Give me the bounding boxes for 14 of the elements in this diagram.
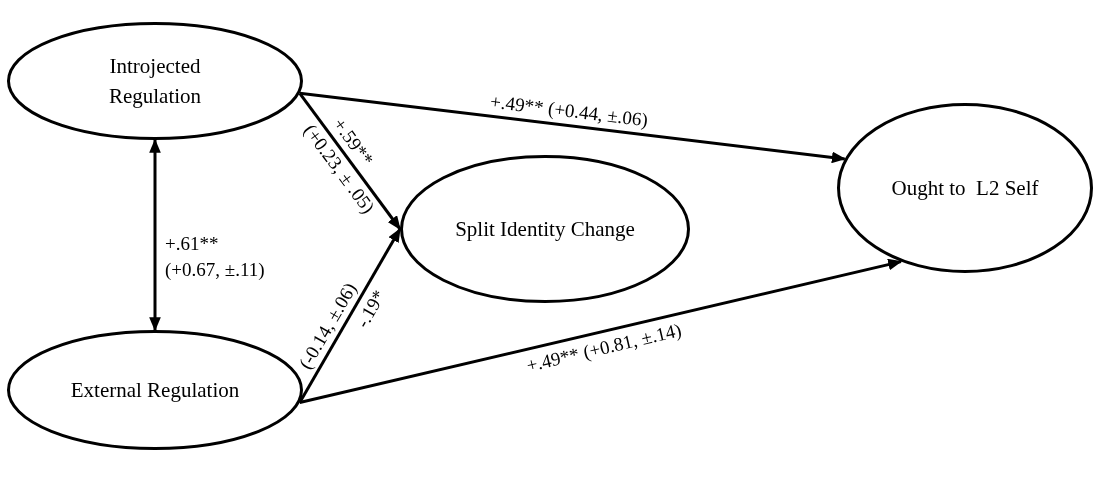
edge-label: +.49** (+0.44, ±.06) [488, 90, 649, 131]
node-label: Ought to L2 Self [891, 175, 1039, 202]
arrow [299, 258, 903, 404]
construct-ellipse [400, 155, 690, 303]
node-label: Split Identity Change [455, 216, 635, 243]
double-headed-arrow [149, 138, 161, 332]
edge-label: +.49** (+0.81, ±.14) [524, 318, 684, 377]
construct-ellipse [837, 103, 1093, 273]
construct-ellipse [7, 22, 303, 140]
node-label: Introjected Regulation [107, 53, 203, 110]
arrow [299, 91, 846, 164]
arrow [298, 92, 402, 230]
edge-label: +.61** (+0.67, ±.11) [165, 232, 265, 282]
node-label: External Regulation [70, 377, 240, 404]
